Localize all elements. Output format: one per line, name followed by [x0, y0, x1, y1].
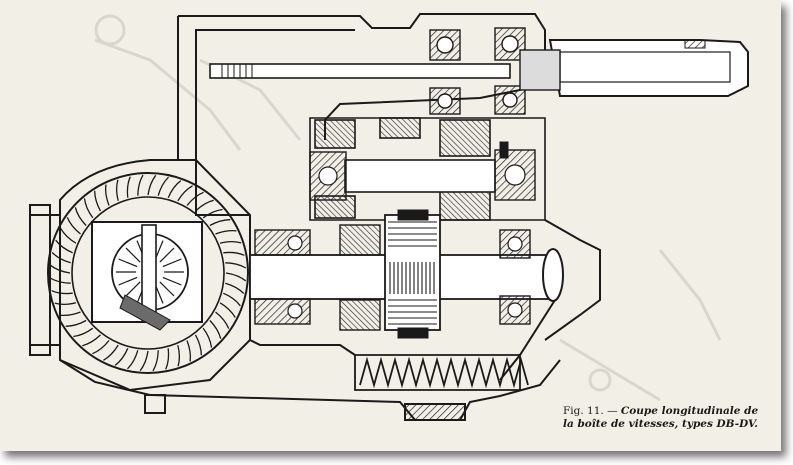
caption-title-part-2: la boîte de vitesses, types DB-DV. [563, 418, 758, 430]
differential-housing [29, 159, 251, 392]
gearbox-cross-section-drawing [29, 13, 749, 421]
scanned-page: Fig. 11. — Coupe longitudinale de la boî… [0, 0, 781, 451]
output-shaft [209, 39, 749, 97]
synchro-gear-pack [384, 209, 441, 339]
figure-caption: Fig. 11. — Coupe longitudinale de la boî… [563, 405, 777, 431]
differential-cage [91, 221, 203, 331]
bottom-gear-teeth [354, 354, 529, 391]
lower-casing [59, 339, 561, 421]
top-bearings [429, 27, 561, 115]
caption-line-1: Fig. 11. — Coupe longitudinale de [563, 405, 777, 418]
caption-title-part-1: Coupe longitudinale de [620, 405, 759, 417]
center-housing [309, 117, 546, 221]
figure-label: Fig. 11. — [563, 405, 618, 417]
crown-wheel [47, 172, 249, 374]
middle-shaft [309, 141, 536, 201]
